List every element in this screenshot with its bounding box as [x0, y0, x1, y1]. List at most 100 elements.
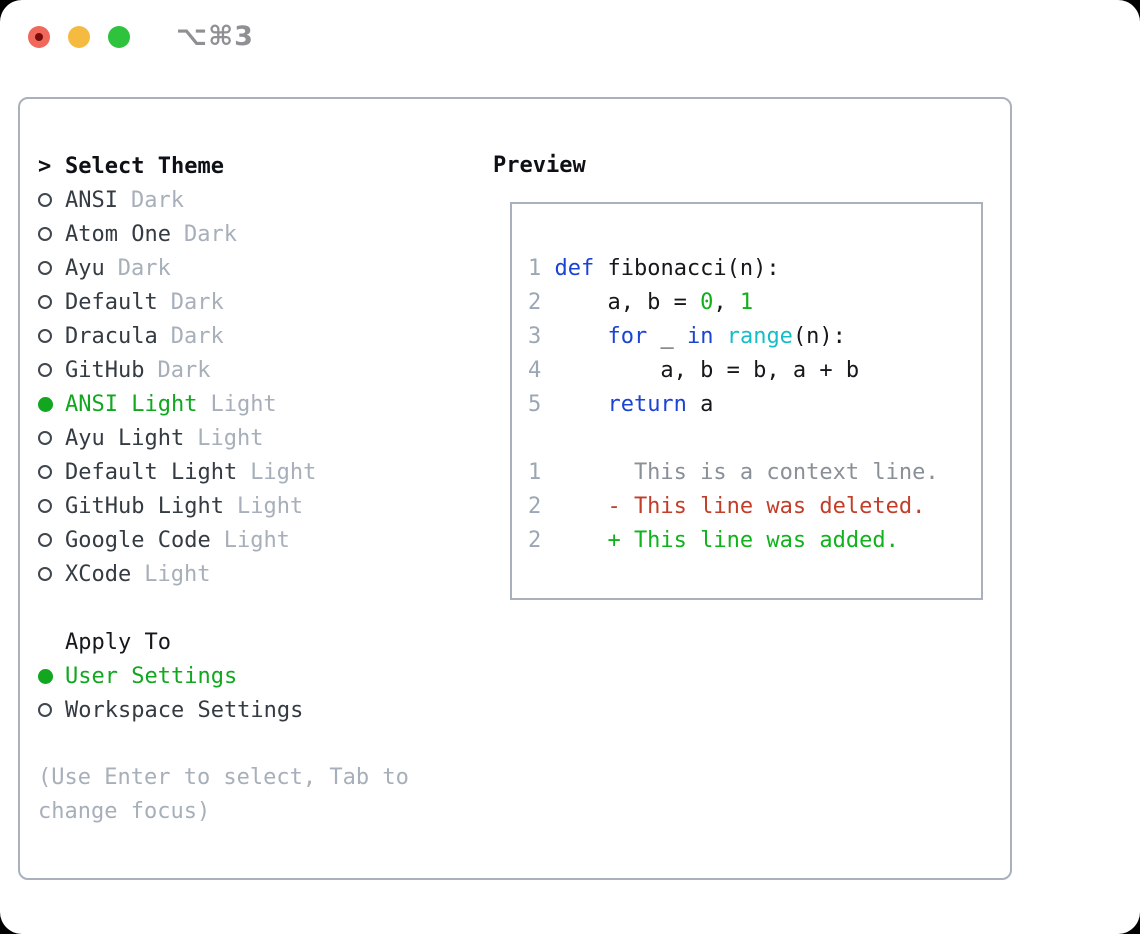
- code-segment: return: [607, 391, 687, 417]
- line-content: for _ in range(n):: [554, 324, 845, 349]
- code-segment: _: [647, 323, 687, 349]
- radio-icon: [38, 261, 52, 275]
- line-number: 5: [528, 391, 542, 417]
- option-label: GitHub: [65, 357, 145, 383]
- option-label: GitHub Light: [65, 493, 224, 519]
- radio-icon: [38, 295, 52, 309]
- line-number: 2: [528, 289, 542, 315]
- code-segment: def: [554, 255, 595, 281]
- minimize-button[interactable]: [68, 26, 90, 48]
- line-number: 2: [528, 493, 542, 519]
- line-content: return a: [554, 392, 713, 417]
- theme-option-github[interactable]: GitHub Dark: [38, 353, 409, 387]
- apply-option-user-settings[interactable]: User Settings: [38, 659, 409, 693]
- radio-icon: [38, 465, 52, 479]
- option-label: Google Code: [65, 527, 211, 553]
- radio-icon: [38, 227, 52, 241]
- code-line: 5 return a: [528, 387, 981, 421]
- line-number: 1: [528, 459, 542, 485]
- hint-text: (Use Enter to select, Tab to change focu…: [38, 765, 409, 824]
- bullet-slot: [38, 295, 65, 309]
- option-label: Workspace Settings: [65, 697, 304, 723]
- bullet-slot: [38, 363, 65, 377]
- bullet-slot: [38, 396, 65, 412]
- radio-selected-icon: [38, 396, 53, 412]
- select-theme-header: > Select Theme: [38, 149, 409, 183]
- theme-option-default-light[interactable]: Default Light Light: [38, 455, 409, 489]
- option-label: Ayu: [65, 255, 105, 281]
- variant-badge: Light: [144, 561, 211, 587]
- theme-option-github-light[interactable]: GitHub Light Light: [38, 489, 409, 523]
- code-segment: - This line was deleted.: [554, 493, 926, 519]
- section-title: Apply To: [65, 629, 171, 655]
- code-segment: for: [607, 323, 648, 349]
- variant-badge: Light: [236, 493, 304, 519]
- radio-icon: [38, 533, 52, 547]
- option-label: Dracula: [65, 323, 158, 349]
- apply-option-workspace-settings[interactable]: Workspace Settings: [38, 693, 409, 727]
- code-line: 1 def fibonacci(n):: [528, 251, 981, 285]
- bullet-slot: [38, 499, 65, 513]
- code-segment: ,: [713, 289, 740, 315]
- line-number: 4: [528, 357, 542, 383]
- code-segment: range: [726, 323, 793, 349]
- bullet-slot: [38, 567, 65, 581]
- radio-icon: [38, 499, 52, 513]
- variant-badge: Dark: [157, 357, 211, 383]
- bullet-slot: [38, 465, 65, 479]
- diff-line: 1 This is a context line.: [528, 455, 981, 489]
- option-label: Default Light: [65, 459, 238, 485]
- bullet-slot: [38, 431, 65, 445]
- code-segment: [713, 324, 726, 349]
- option-label: Ayu Light: [65, 425, 185, 451]
- line-content: def fibonacci(n):: [554, 256, 779, 281]
- theme-option-ayu-light[interactable]: Ayu Light Light: [38, 421, 409, 455]
- variant-badge: Light: [223, 527, 290, 553]
- theme-option-xcode[interactable]: XCode Light: [38, 557, 409, 591]
- bullet-slot: [38, 533, 65, 547]
- close-button[interactable]: [28, 26, 50, 48]
- cursor-marker-icon: >: [38, 153, 52, 179]
- option-label: XCode: [65, 561, 132, 587]
- radio-icon: [38, 431, 52, 445]
- option-label: Default: [65, 289, 158, 315]
- apply-to-header: Apply To: [38, 625, 409, 659]
- maximize-button[interactable]: [108, 26, 130, 48]
- radio-icon: [38, 193, 52, 207]
- variant-badge: Dark: [183, 221, 237, 247]
- spacer: [38, 591, 409, 625]
- diff-line: 2 + This line was added.: [528, 523, 981, 557]
- code-segment: 0: [700, 289, 714, 315]
- preview-pane: 1 def fibonacci(n): 2 a, b = 0, 1 3 for _ i…: [510, 202, 983, 600]
- line-number: 1: [528, 255, 542, 281]
- bullet-slot: [38, 227, 65, 241]
- bullet-slot: [38, 329, 65, 343]
- option-label: ANSI: [65, 187, 118, 213]
- theme-option-google-code[interactable]: Google Code Light: [38, 523, 409, 557]
- variant-badge: Dark: [170, 289, 224, 315]
- theme-option-default[interactable]: Default Dark: [38, 285, 409, 319]
- line-content: - This line was deleted.: [554, 494, 925, 519]
- code-line: 2 a, b = 0, 1: [528, 285, 981, 319]
- radio-selected-icon: [38, 668, 53, 684]
- code-segment: [554, 324, 607, 349]
- line-number: 3: [528, 323, 542, 349]
- variant-badge: Light: [250, 459, 317, 485]
- preview-title: Preview: [493, 153, 586, 178]
- record-dot-icon: [35, 33, 43, 41]
- code-segment: (n):: [792, 323, 846, 349]
- code-segment: This is a context line.: [554, 459, 939, 485]
- variant-badge: Light: [197, 425, 264, 451]
- code-segment: a, b = b, a + b: [554, 357, 860, 383]
- line-content: a, b = 0, 1: [554, 290, 753, 315]
- bullet-slot: [38, 193, 65, 207]
- bullet-slot: [38, 703, 65, 717]
